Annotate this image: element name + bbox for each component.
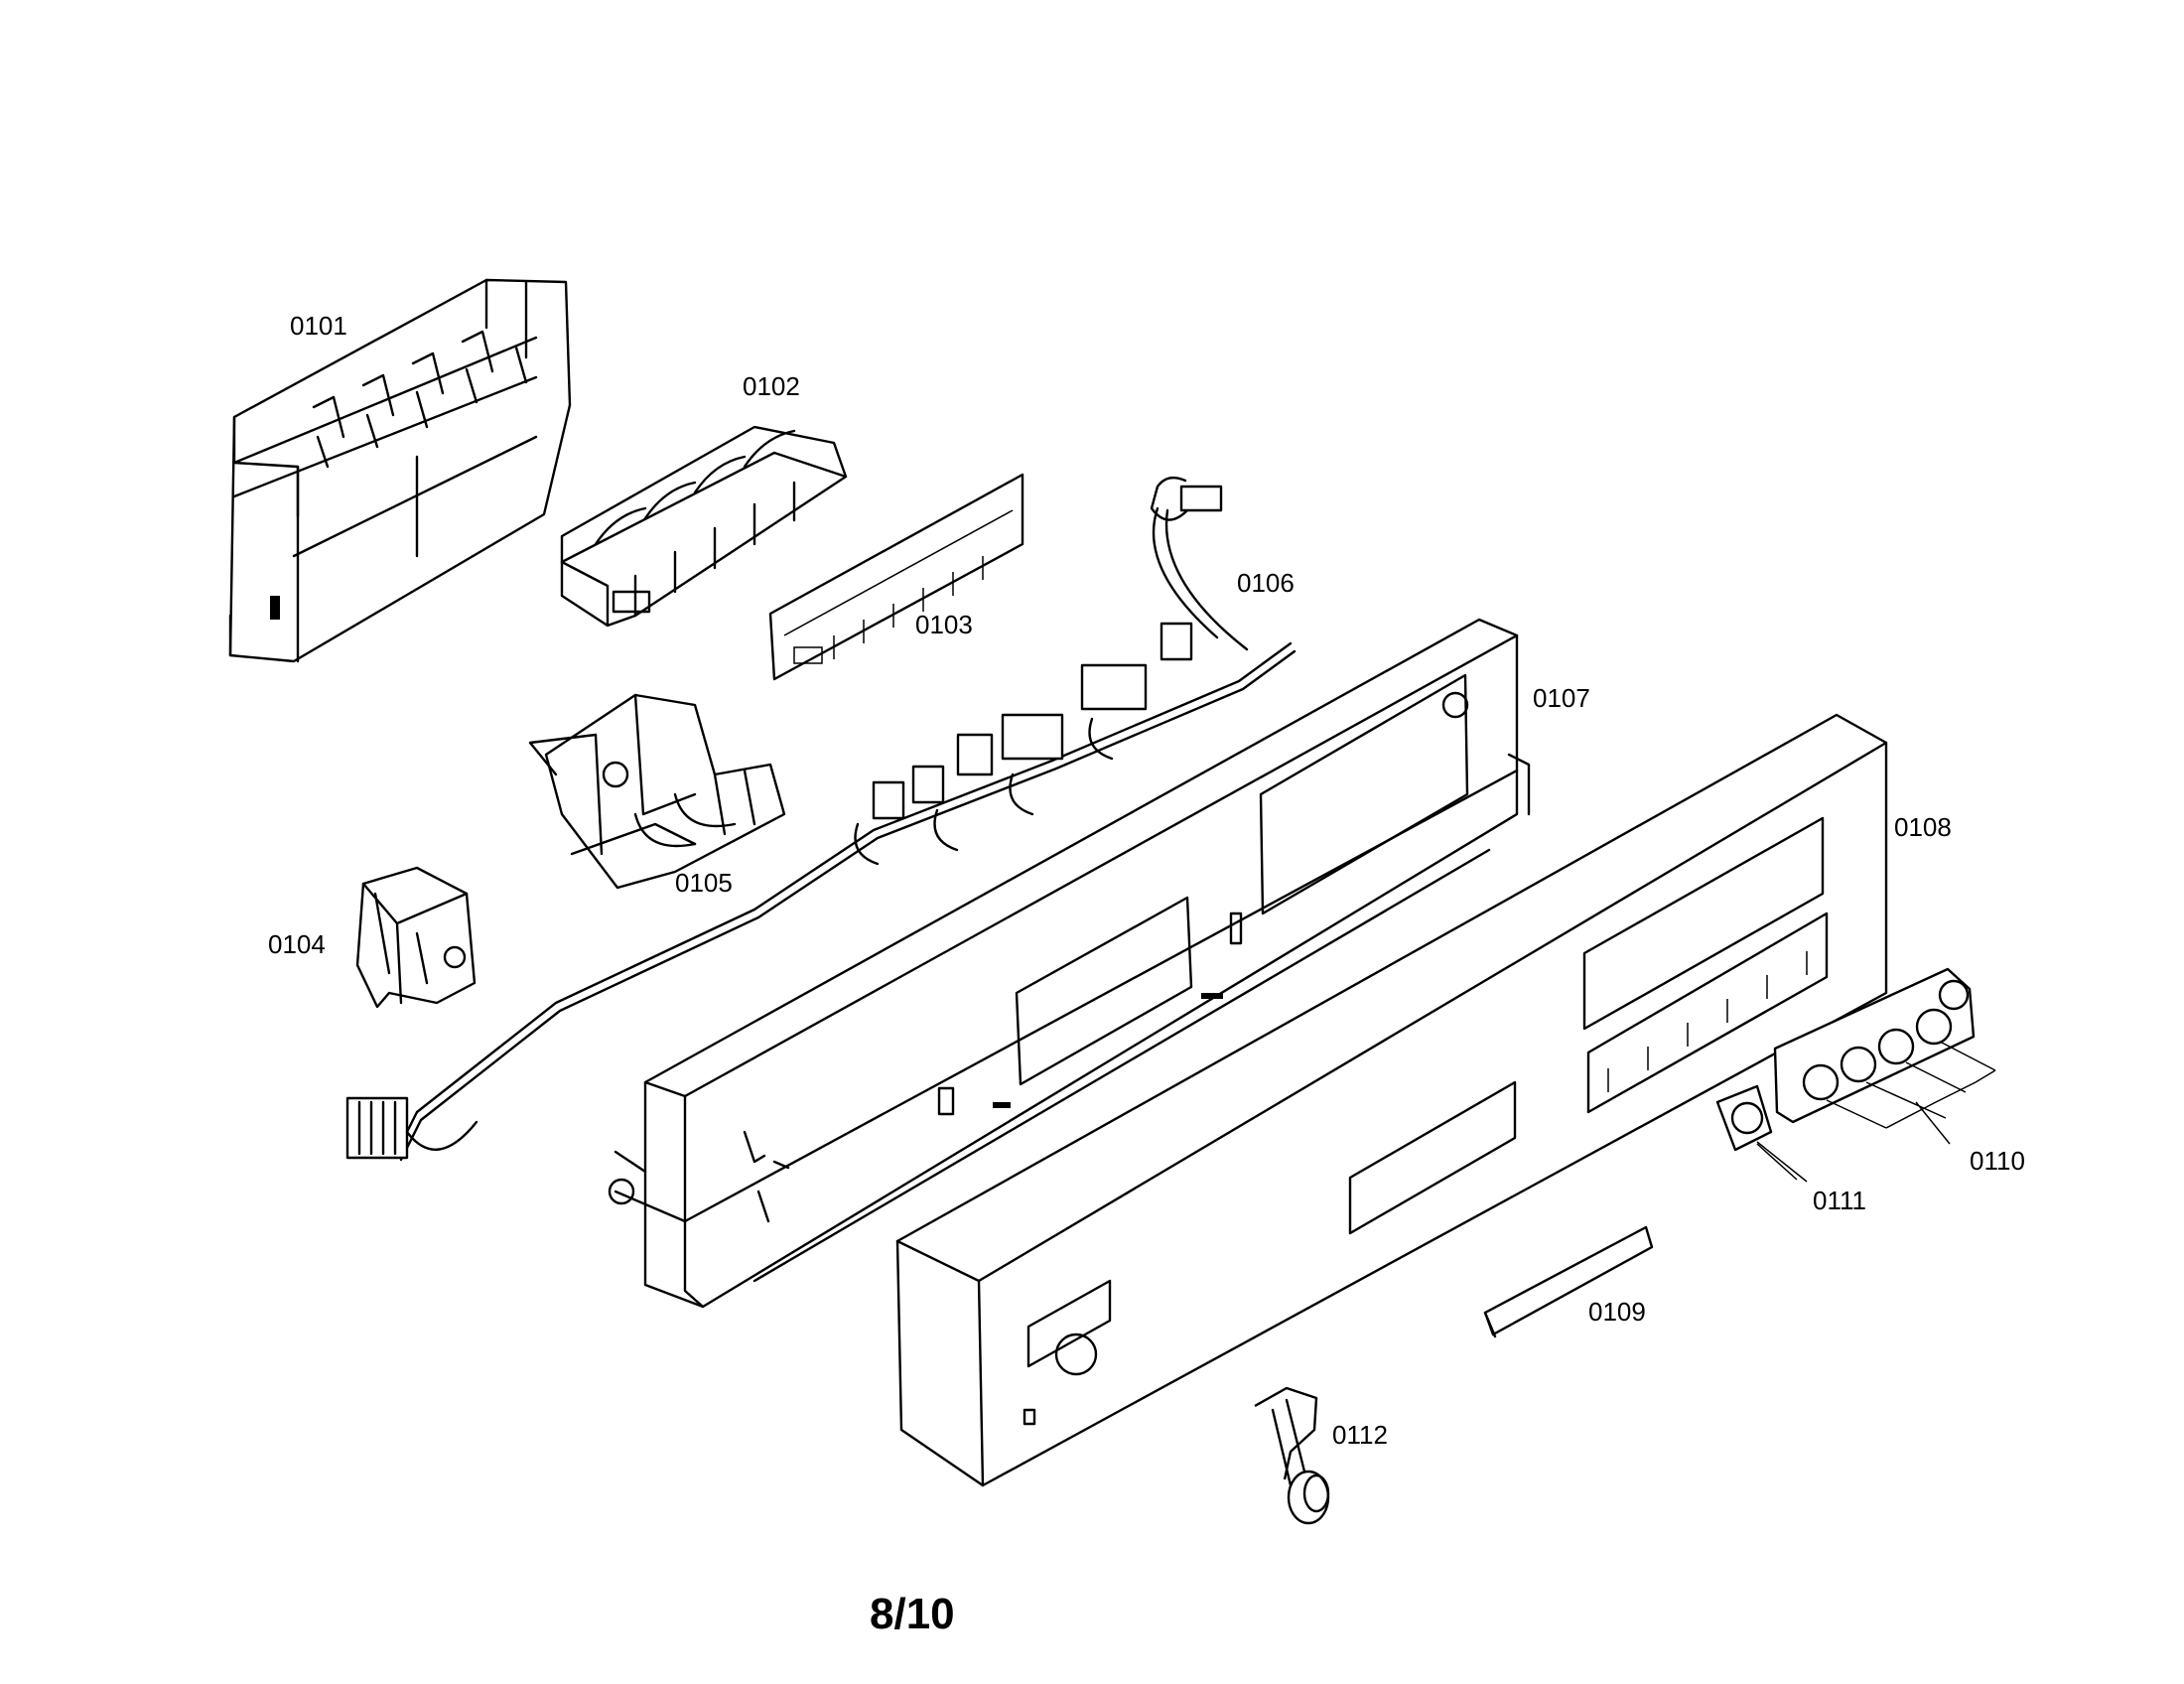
page-number: 8/10 (870, 1590, 955, 1638)
part-0111-single-button (1715, 1084, 1808, 1183)
label-0106: 0106 (1237, 568, 1295, 598)
label-0112: 0112 (1332, 1420, 1388, 1450)
part-0103-fascia-label (768, 473, 1024, 681)
part-0109-cover-strip (1483, 1225, 1654, 1338)
label-0104: 0104 (268, 929, 326, 959)
label-0102: 0102 (743, 371, 800, 401)
label-0110: 0110 (1970, 1146, 2025, 1176)
part-0107-inner-panel (608, 618, 1531, 1309)
part-0101-control-module (228, 278, 572, 663)
label-0105: 0105 (675, 868, 733, 898)
part-0112-knob (1254, 1386, 1330, 1525)
part-0105-switch-assembly (528, 693, 786, 890)
part-0104-door-switch (355, 866, 477, 1009)
label-0109: 0109 (1588, 1297, 1646, 1327)
label-0101: 0101 (290, 311, 347, 341)
part-0110-button-set (1773, 967, 1996, 1129)
label-0111: 0111 (1813, 1186, 1866, 1215)
part-0106-wiring-harness (345, 476, 1297, 1162)
part-0102-button-housing (560, 425, 848, 628)
part-0108-front-panel (895, 713, 1888, 1487)
leader-lines (1756, 1101, 1951, 1181)
label-0108: 0108 (1894, 812, 1952, 842)
label-0103: 0103 (915, 610, 973, 639)
label-0107: 0107 (1533, 683, 1590, 713)
